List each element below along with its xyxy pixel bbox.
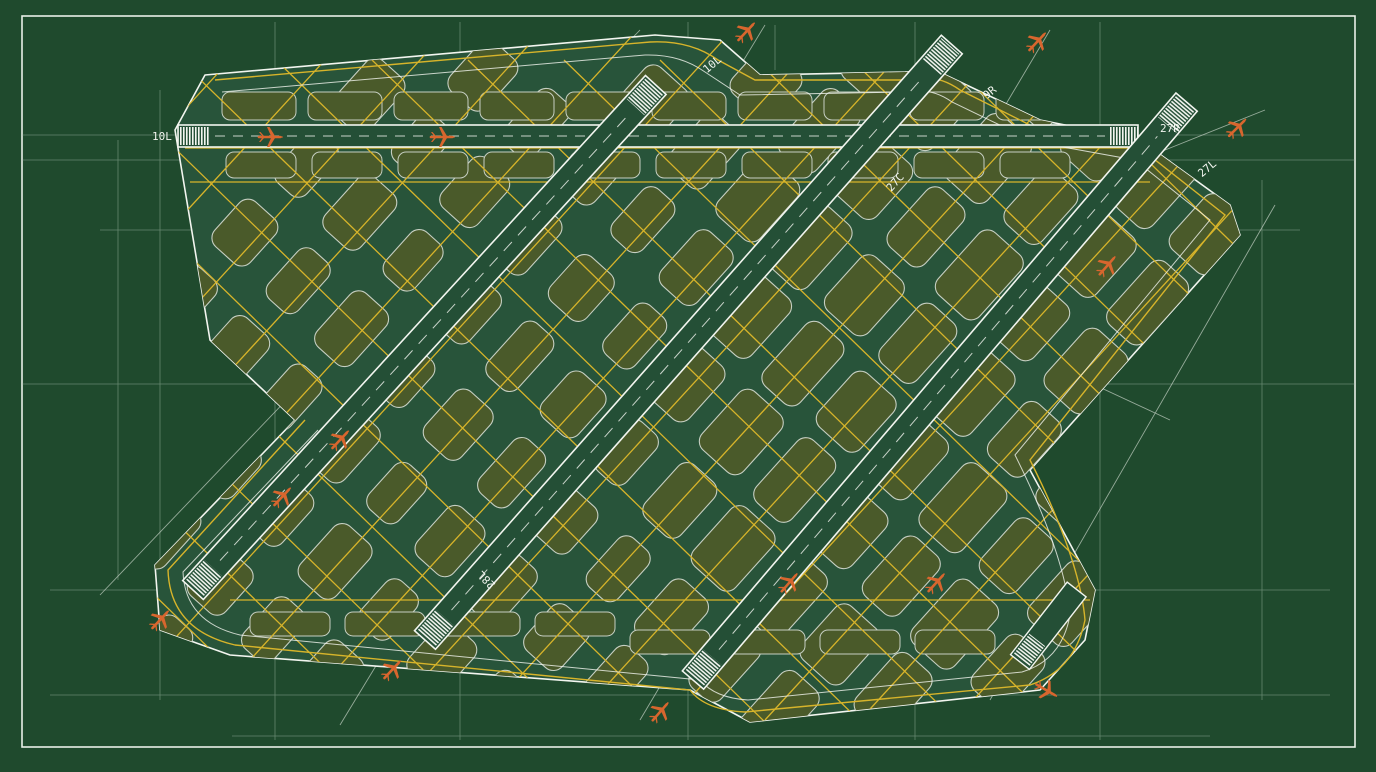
grass-block — [249, 611, 331, 637]
threshold-marking — [417, 609, 454, 647]
grass-block — [1160, 309, 1240, 392]
label-27r: 27R — [1160, 122, 1180, 135]
threshold-marking — [626, 78, 664, 116]
runway-diag-4 — [1009, 581, 1088, 671]
grass-block — [477, 436, 547, 509]
grass-block — [1097, 376, 1181, 462]
label-10l-top: 10L — [152, 130, 172, 143]
threshold-marking — [1013, 633, 1046, 667]
taxiway-centerline — [371, 59, 1093, 722]
grass-block — [479, 91, 555, 121]
airplane-icon — [729, 15, 763, 49]
grass-block — [414, 504, 486, 578]
grass-block — [307, 91, 383, 121]
grass-block — [322, 173, 398, 251]
grass-block — [265, 247, 331, 315]
runway-diag-2 — [413, 34, 964, 651]
grass-block — [610, 186, 676, 254]
threshold-marking — [685, 649, 722, 687]
grass-block — [483, 151, 555, 179]
grass-block — [823, 254, 905, 337]
grass-block — [655, 151, 727, 179]
grass-block — [918, 462, 1008, 554]
taxiway-centerline — [155, 35, 476, 721]
grass-block — [1089, 492, 1173, 579]
grass-block — [914, 629, 996, 655]
grass-block — [297, 522, 373, 600]
grass-block — [314, 290, 390, 368]
grass-block — [539, 370, 607, 439]
grass-block — [382, 229, 444, 292]
threshold-marking — [185, 559, 223, 597]
taxiway-centerline — [155, 59, 325, 722]
taxiway-centerline — [155, 35, 761, 721]
threshold-marking — [1157, 95, 1195, 133]
airplane-icon — [1020, 25, 1054, 59]
grass-block — [629, 629, 711, 655]
grass-block — [1122, 35, 1206, 113]
grass-block — [393, 91, 469, 121]
grass-block — [547, 254, 615, 322]
runway-diag-3 — [681, 91, 1199, 691]
grass-block — [534, 611, 616, 637]
threshold-marking — [1110, 127, 1138, 145]
runway-diag-1 — [181, 74, 668, 601]
grass-block — [761, 320, 845, 407]
taxiway-centerline — [0, 60, 132, 760]
grass-block — [736, 669, 820, 722]
runway-top — [177, 124, 1139, 148]
airplane-icon — [643, 695, 677, 729]
taxiway-centerline — [155, 59, 805, 722]
threshold-marking — [178, 127, 210, 145]
grass-block — [1152, 425, 1234, 509]
grass-block — [366, 461, 428, 525]
taxiway-centerline — [155, 35, 571, 721]
threshold-marking — [922, 38, 960, 76]
grass-block — [602, 302, 668, 370]
taxiway-centerline — [0, 60, 36, 760]
grass-block — [225, 151, 297, 179]
grass-block — [311, 151, 383, 179]
grass-block — [741, 151, 813, 179]
taxiway-centerline — [179, 59, 901, 722]
grass-block — [178, 664, 246, 722]
taxiway-centerline — [659, 59, 1240, 722]
grass-block — [397, 151, 469, 179]
taxiway-centerline — [155, 35, 666, 721]
grass-block — [658, 229, 734, 307]
grass-block — [211, 198, 279, 267]
grass-block — [819, 629, 901, 655]
grass-block — [221, 91, 297, 121]
drawing-frame — [21, 15, 1356, 748]
taxiway-centerline — [0, 0, 95, 720]
grass-block — [737, 91, 813, 121]
taxiway-centerline — [155, 35, 381, 721]
grass-block — [155, 381, 210, 454]
grass-block — [999, 151, 1071, 179]
grass-block — [878, 302, 958, 384]
grass-block — [698, 388, 784, 476]
grass-block — [986, 400, 1062, 478]
taxiway-centerline — [155, 59, 421, 722]
taxiway-centerline — [1043, 59, 1240, 722]
taxiway-centerline — [947, 59, 1240, 722]
grass-block — [913, 151, 985, 179]
